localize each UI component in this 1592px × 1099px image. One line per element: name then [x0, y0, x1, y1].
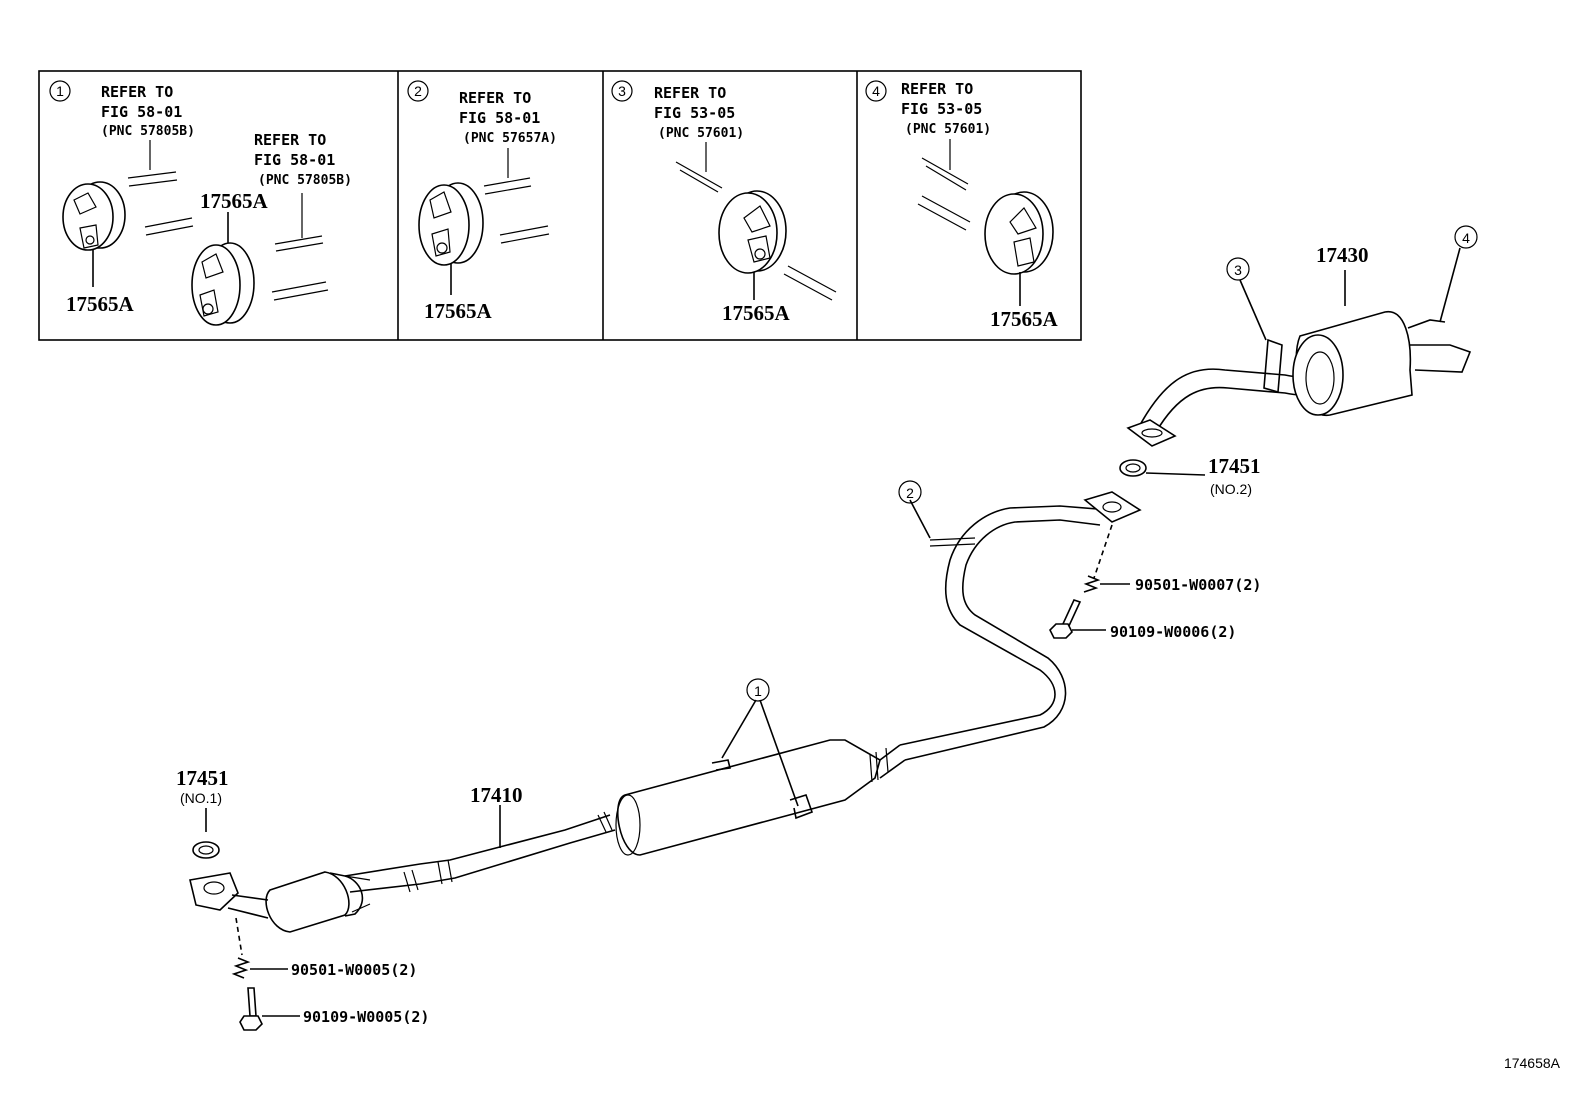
front-pipe-assembly	[189, 699, 906, 933]
pnc-text: (PNC 57805B)	[258, 173, 352, 188]
refer-to-text[interactable]: REFER TO	[101, 83, 173, 101]
rubber-hanger	[718, 190, 787, 300]
part-number-17451[interactable]: 17451	[176, 766, 229, 790]
callout-circle	[49, 80, 71, 102]
callout-circle	[898, 480, 922, 504]
center-pipe	[899, 491, 1142, 761]
hanger-rod	[483, 148, 550, 244]
part-number-17410[interactable]: 17410	[470, 783, 523, 807]
refer-fig-text[interactable]: FIG 58-01	[254, 151, 335, 169]
part-number-bolt-rear[interactable]: 90109-W0006(2)	[1110, 623, 1236, 641]
pnc-text: (PNC 57601)	[905, 122, 991, 137]
part-number-17430[interactable]: 17430	[1316, 243, 1369, 267]
hanger-rod	[127, 140, 329, 301]
refer-fig-text[interactable]: FIG 53-05	[901, 100, 982, 118]
callout-4: 4	[1462, 230, 1470, 246]
flange	[1126, 419, 1177, 447]
hanger-bracket	[1263, 338, 1283, 394]
inset-number: 2	[414, 83, 422, 99]
callout-circle	[611, 80, 633, 102]
callout-circle	[746, 678, 770, 702]
rubber-hanger	[984, 191, 1054, 306]
inset-number: 3	[618, 83, 626, 99]
catalytic-converter	[265, 871, 350, 933]
inset-number: 4	[872, 83, 880, 99]
inset-3: 3 REFER TO FIG 53-05 (PNC 57601) 17565A	[611, 80, 837, 325]
tailpipe-muffler-assembly	[1126, 247, 1472, 447]
inset-frame	[38, 70, 1082, 341]
inset-1: 1 REFER TO FIG 58-01 (PNC 57805B) REFER …	[49, 80, 352, 326]
pnc-text: (PNC 57601)	[658, 126, 744, 141]
callout-circle	[1454, 225, 1478, 249]
rubber-hanger	[418, 182, 484, 295]
inset-number: 1	[56, 83, 64, 99]
rubber-hanger	[191, 212, 255, 326]
gasket-sub-label: (NO.2)	[1210, 481, 1252, 497]
part-number-17565a[interactable]: 17565A	[990, 307, 1059, 331]
callout-2: 2	[906, 485, 914, 501]
flange	[189, 872, 239, 911]
refer-fig-text[interactable]: FIG 58-01	[459, 109, 540, 127]
refer-to-text[interactable]: REFER TO	[901, 80, 973, 98]
pnc-text: (PNC 57657A)	[463, 131, 557, 146]
bolt	[247, 987, 257, 1017]
part-number-17565a[interactable]: 17565A	[424, 299, 493, 323]
resonator	[617, 739, 881, 856]
front-fasteners	[231, 917, 300, 1031]
illustration-id: 174658A	[1504, 1055, 1561, 1071]
spring	[1083, 575, 1101, 593]
callout-circle	[1226, 257, 1250, 281]
gasket-no1	[192, 808, 220, 859]
rubber-hanger	[62, 181, 126, 287]
callout-circle	[407, 80, 429, 102]
refer-fig-text[interactable]: FIG 53-05	[654, 104, 735, 122]
hanger-rod	[675, 142, 837, 301]
gasket-sub-label: (NO.1)	[180, 790, 222, 806]
callout-3: 3	[1234, 262, 1242, 278]
hanger-rod	[917, 139, 971, 231]
pnc-text: (PNC 57805B)	[101, 124, 195, 139]
inset-panels	[38, 70, 1082, 341]
rear-fasteners	[1049, 524, 1130, 639]
part-number-17451[interactable]: 17451	[1208, 454, 1261, 478]
part-number-17565a[interactable]: 17565A	[722, 301, 791, 325]
gasket-no2	[1119, 459, 1206, 477]
refer-fig-text[interactable]: FIG 58-01	[101, 103, 182, 121]
part-number-17565a[interactable]: 17565A	[200, 189, 269, 213]
part-number-bolt-front[interactable]: 90109-W0005(2)	[303, 1008, 429, 1026]
part-number-spring-front[interactable]: 90501-W0005(2)	[291, 961, 417, 979]
spring	[231, 957, 251, 979]
callout-1: 1	[754, 683, 762, 699]
refer-to-text[interactable]: REFER TO	[254, 131, 326, 149]
part-number-spring-rear[interactable]: 90501-W0007(2)	[1135, 576, 1261, 594]
refer-to-text[interactable]: REFER TO	[459, 89, 531, 107]
refer-to-text[interactable]: REFER TO	[654, 84, 726, 102]
callout-circle	[865, 80, 887, 102]
inset-4: 4 REFER TO FIG 53-05 (PNC 57601) 17565A	[865, 80, 1059, 331]
inset-2: 2 REFER TO FIG 58-01 (PNC 57657A) 17565A	[407, 80, 557, 323]
flange	[1083, 491, 1142, 523]
part-number-17565a[interactable]: 17565A	[66, 292, 135, 316]
